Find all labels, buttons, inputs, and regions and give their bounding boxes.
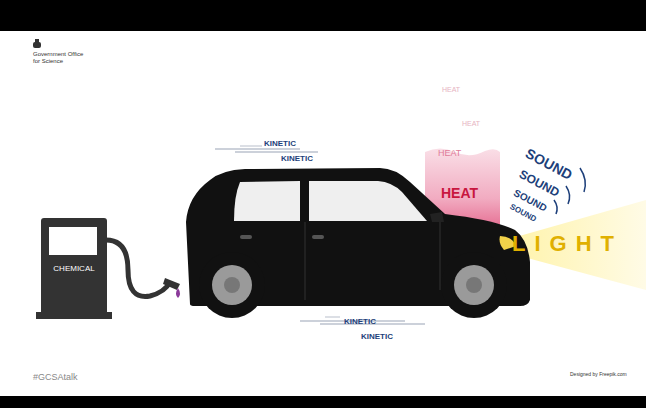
energy-label: LIGHT [512, 232, 623, 256]
energy-label: KINETIC [361, 333, 393, 342]
energy-label: HEAT [442, 86, 460, 94]
car [186, 168, 530, 318]
fuel-pump: CHEMICAL [41, 218, 107, 314]
bottom-bar [0, 396, 646, 408]
hashtag: #GCSAtalk [33, 373, 78, 383]
crest [33, 39, 41, 48]
pump-nozzle [163, 278, 180, 290]
energy-label: KINETIC [264, 140, 296, 149]
credit: Designed by Freepik.com [570, 372, 627, 378]
energy-label: CHEMICAL [44, 264, 104, 274]
energy-label: KINETIC [281, 155, 313, 164]
pump-screen [49, 227, 97, 255]
energy-label: HEAT [462, 120, 480, 128]
top-bar [0, 0, 646, 31]
energy-label: HEAT [441, 186, 478, 201]
pump-hose [106, 240, 170, 296]
org-name: Government Office for Science [33, 51, 85, 64]
energy-label: HEAT [438, 149, 461, 159]
energy-label: KINETIC [344, 318, 376, 327]
fuel-drop [176, 288, 180, 298]
